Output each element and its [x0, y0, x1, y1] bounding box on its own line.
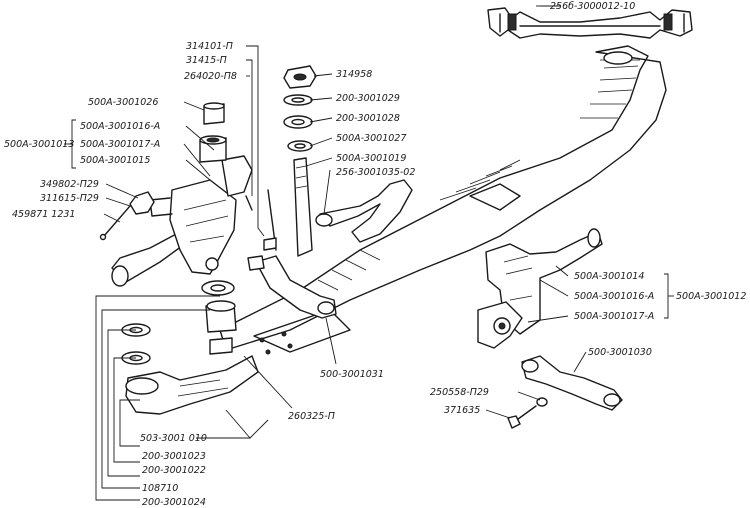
- steering-arm-left: [125, 355, 259, 415]
- label-500a-3001017-a-left: 500А-3001017-А: [80, 139, 160, 150]
- label-459871-1231: 459871 1231: [12, 209, 75, 220]
- label-349802-p29: 349802-П29: [40, 179, 99, 190]
- label-200-3001028: 200-3001028: [336, 113, 400, 124]
- label-200-3001024: 200-3001024: [142, 497, 206, 508]
- steering-arm-right: [521, 355, 623, 411]
- label-500a-3001027: 500А-3001027: [336, 133, 406, 144]
- label-260325-p: 260325-П: [288, 411, 335, 422]
- label-500a-3001016-a-left: 500А-3001016-А: [80, 121, 160, 132]
- tie-rod-arm: [247, 255, 337, 319]
- label-314958: 314958: [336, 69, 372, 80]
- labels: 256б-3000012-10 314101-П 31415-П 264020-…: [4, 1, 746, 508]
- axle-beam: [219, 45, 667, 355]
- leader-lines: [64, 5, 674, 501]
- king-pin-stack: [283, 65, 317, 257]
- label-200-3001029: 200-3001029: [336, 93, 400, 104]
- label-311615-p29: 311615-П29: [40, 193, 99, 204]
- label-500a-3001015: 500А-3001015: [80, 155, 150, 166]
- label-314101-p: 314101-П: [186, 41, 233, 52]
- label-256b-3000012-10: 256б-3000012-10: [550, 1, 635, 12]
- steering-knuckle-right: [477, 228, 603, 349]
- tie-rod-assembly-sketch: [487, 5, 693, 39]
- label-500a-3001017-a-right: 500А-3001017-А: [574, 311, 654, 322]
- label-256-3001035-02: 256-3001035-02: [336, 167, 415, 178]
- label-503-3001010: 503-3001 010: [140, 433, 207, 444]
- label-250558-p29: 250558-П29: [430, 387, 489, 398]
- steering-knuckle-left: [111, 155, 253, 287]
- bolt-right: [507, 397, 548, 429]
- label-500a-3001014: 500А-3001014: [574, 271, 644, 282]
- label-500a-3001013: 500А-3001013: [4, 139, 74, 150]
- label-264020-p8: 264020-П8: [184, 71, 237, 82]
- label-500a-3001016-a-right: 500А-3001016-А: [574, 291, 654, 302]
- label-500-3001031: 500-3001031: [320, 369, 384, 380]
- label-31415-p: 31415-П: [186, 55, 227, 66]
- label-108710: 108710: [142, 483, 178, 494]
- label-500a-3001019: 500А-3001019: [336, 153, 406, 164]
- label-371635: 371635: [444, 405, 480, 416]
- label-200-3001023: 200-3001023: [142, 451, 206, 462]
- label-200-3001022: 200-3001022: [142, 465, 206, 476]
- steering-arm-center: [315, 179, 413, 243]
- label-500a-3001012: 500А-3001012: [676, 291, 746, 302]
- label-500a-3001026: 500А-3001026: [88, 97, 158, 108]
- label-500-3001030: 500-3001030: [588, 347, 652, 358]
